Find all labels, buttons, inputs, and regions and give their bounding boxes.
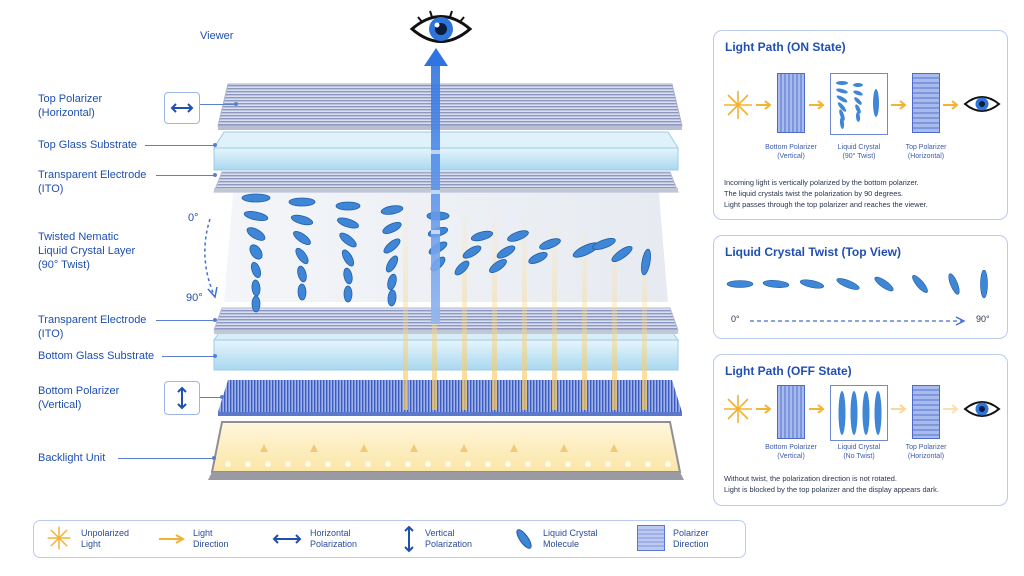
untwisted-lc-icon <box>830 385 888 441</box>
caption-top-polarizer: Top Polarizer(Horizontal) <box>905 444 947 460</box>
leader-top-polarizer <box>200 104 236 105</box>
vertical-arrow-icon <box>177 386 187 410</box>
label-bottom-polarizer: Bottom Polarizer (Vertical) <box>38 385 120 411</box>
off-state-description: Without twist, the polarization directio… <box>724 474 939 494</box>
caption-liquid-crystal: Liquid Crystal(No Twist) <box>837 444 881 460</box>
vertical-polarizer-icon <box>777 385 805 439</box>
leader-dot <box>213 318 217 322</box>
label-lc-layer: Twisted Nematic Liquid Crystal Layer (90… <box>38 231 136 271</box>
label-backlight: Backlight Unit <box>38 452 106 464</box>
unpolarized-light-icon <box>724 395 752 423</box>
leader-dot <box>213 143 217 147</box>
light-direction-icon <box>159 534 186 544</box>
leader-bottom-glass <box>162 356 215 357</box>
viewer-label: Viewer <box>200 30 234 42</box>
lcd-stack-drawing <box>208 48 684 480</box>
caption-bottom-polarizer: Bottom Polarizer(Vertical) <box>765 144 817 160</box>
horizontal-polarization-box <box>164 92 200 124</box>
label-top-electrode: Transparent Electrode (ITO) <box>38 169 147 195</box>
unpolarized-light-icon <box>47 526 71 550</box>
leader-top-glass <box>145 145 215 146</box>
label-top-polarizer: Top Polarizer (Horizontal) <box>38 93 103 119</box>
caption-liquid-crystal: Liquid Crystal(90° Twist) <box>837 144 881 160</box>
light-arrow-icon <box>943 100 959 110</box>
vertical-polarization-box <box>164 381 200 415</box>
eye-icon <box>963 401 1001 417</box>
twist-panel-start: 0° <box>731 314 740 324</box>
on-state-description: Incoming light is vertically polarized b… <box>724 178 928 209</box>
leader-bottom-electrode <box>156 320 215 321</box>
legend-bar <box>33 520 746 558</box>
light-arrow-icon <box>891 100 907 110</box>
horizontal-polarizer-icon <box>912 73 940 133</box>
eye-icon <box>963 96 1001 112</box>
twist-start-angle: 0° <box>188 212 199 224</box>
light-arrow-icon <box>809 404 825 414</box>
label-top-glass: Top Glass Substrate <box>38 139 138 151</box>
label-bottom-electrode: Transparent Electrode (ITO) <box>38 314 147 340</box>
twist-arc-arrow <box>204 218 218 299</box>
lc-molecule-icon <box>516 529 532 549</box>
vertical-polarization-icon <box>404 525 414 553</box>
panel-on-title: Light Path (ON State) <box>725 40 846 54</box>
panel-off-title: Light Path (OFF State) <box>725 364 852 378</box>
twist-end-angle: 90° <box>186 292 203 304</box>
caption-top-polarizer: Top Polarizer(Horizontal) <box>905 144 947 160</box>
leader-backlight <box>118 458 214 459</box>
leader-bottom-polarizer <box>200 397 222 398</box>
unpolarized-light-icon <box>724 91 752 119</box>
panel-twist-title: Liquid Crystal Twist (Top View) <box>725 245 902 259</box>
light-arrow-icon <box>891 404 907 414</box>
twist-panel-end: 90° <box>976 314 990 324</box>
light-arrow-icon <box>756 100 772 110</box>
leader-dot <box>213 354 217 358</box>
caption-bottom-polarizer: Bottom Polarizer(Vertical) <box>765 444 817 460</box>
leader-dot <box>212 456 216 460</box>
leader-dot <box>234 102 238 106</box>
twist-dashed-arrow <box>750 316 966 326</box>
panel-on-state: Light Path (ON State) Bottom Polarizer(V… <box>713 30 1008 220</box>
panel-off-state: Light Path (OFF State) Bottom Polarizer(… <box>713 354 1008 506</box>
light-arrow-icon <box>809 100 825 110</box>
viewer-eye-icon <box>409 10 473 43</box>
light-arrow-icon <box>756 404 772 414</box>
light-arrow-icon <box>943 404 959 414</box>
horizontal-polarization-icon <box>272 534 302 544</box>
leader-dot <box>220 395 224 399</box>
horizontal-polarizer-icon <box>912 385 940 439</box>
leader-dot <box>213 173 217 177</box>
leader-top-electrode <box>156 175 215 176</box>
panel-twist: Liquid Crystal Twist (Top View) 0° 90° <box>713 235 1008 339</box>
twist-molecules-row <box>726 270 988 299</box>
twisted-lc-icon <box>830 73 888 135</box>
label-bottom-glass: Bottom Glass Substrate <box>38 350 155 362</box>
vertical-polarizer-icon <box>777 73 805 133</box>
horizontal-arrow-icon <box>170 103 194 113</box>
polarizer-direction-icon <box>637 525 665 551</box>
